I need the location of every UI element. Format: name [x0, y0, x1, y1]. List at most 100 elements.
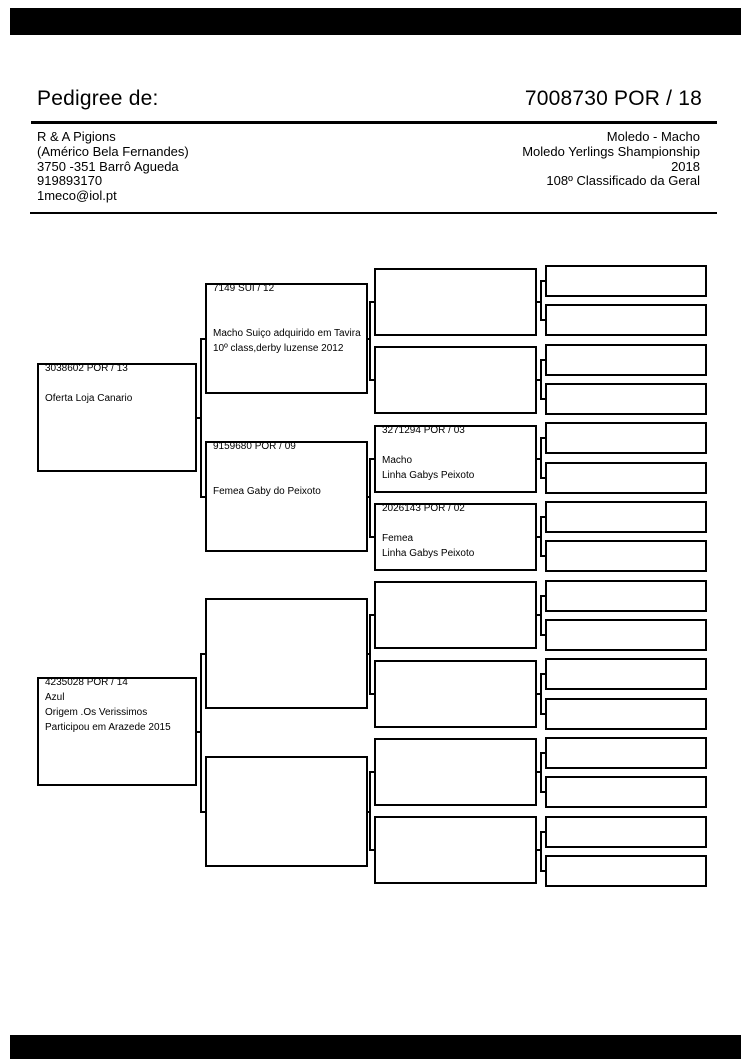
box-text: Oferta Loja Canario — [45, 393, 133, 404]
pedigree-box-gen4-5 — [545, 422, 707, 454]
connector-parent-stub — [369, 301, 374, 303]
connector-child-stub — [368, 495, 371, 498]
owner-phone: 919893170 — [37, 173, 103, 189]
connector-parent-stub — [540, 398, 545, 400]
connector-vertical — [369, 458, 371, 538]
ring-id: 3038602 POR / 13 — [45, 363, 128, 374]
pedigree-box-gen2-3 — [205, 598, 368, 709]
box-text — [213, 454, 360, 469]
event-classification: 108º Classificado da Geral — [546, 173, 700, 189]
pedigree-box-gen4-15 — [545, 816, 707, 848]
connector-vertical — [540, 831, 542, 872]
connector-vertical — [540, 280, 542, 321]
pedigree-box-gen4-4 — [545, 383, 707, 415]
connector-vertical — [200, 652, 202, 813]
pedigree-box-gen3-6 — [374, 660, 537, 728]
connector-parent-stub — [369, 458, 374, 460]
pedigree-box-gen4-11 — [545, 658, 707, 690]
connector-vertical — [369, 614, 371, 695]
connector-child-stub — [537, 849, 542, 851]
event-year: 2018 — [671, 158, 700, 174]
connector-parent-stub — [540, 713, 545, 715]
box-text: Macho Suiço adquirido em Tavira — [213, 328, 361, 339]
pedigree-box-gen3-2 — [374, 346, 537, 414]
event-line: Moledo Yerlings Shampionship — [522, 143, 700, 159]
connector-child-stub — [537, 536, 542, 538]
box-text — [382, 516, 529, 531]
owner-block: R & A Pigions (Américo Bela Fernandes) 3… — [37, 129, 189, 204]
box-text — [213, 469, 360, 484]
connector-parent-stub — [540, 280, 545, 282]
connector-child-stub — [368, 810, 371, 813]
header-rule-bottom — [30, 212, 717, 214]
pedigree-box-gen4-8 — [545, 540, 707, 572]
connector-parent-stub — [540, 673, 545, 675]
pedigree-box-gen4-2 — [545, 304, 707, 336]
page-title: Pedigree de: — [37, 87, 159, 110]
ring-id: 9159680 POR / 09 — [213, 441, 296, 452]
pedigree-box-gen4-12 — [545, 698, 707, 730]
pedigree-box-gen2-4 — [205, 756, 368, 867]
connector-child-stub — [368, 652, 371, 655]
ring-number: 7008730 POR / 18 — [524, 87, 702, 110]
connector-child-stub — [197, 416, 202, 419]
connector-child-stub — [537, 379, 542, 381]
connector-parent-stub — [369, 614, 374, 616]
ring-id: 3271294 POR / 03 — [382, 425, 465, 436]
box-text: Linha Gabys Peixoto — [382, 470, 475, 481]
pedigree-box-gen4-10 — [545, 619, 707, 651]
title-row: Pedigree de: 7008730 POR / 18 — [37, 86, 702, 112]
connector-parent-stub — [200, 495, 205, 498]
box-text: Azul — [45, 692, 65, 703]
connector-parent-stub — [369, 693, 374, 695]
connector-child-stub — [368, 337, 371, 340]
connector-parent-stub — [540, 595, 545, 597]
connector-parent-stub — [369, 771, 374, 773]
pedigree-box-gen4-7 — [545, 501, 707, 533]
box-text: Origem .Os Verissimos — [45, 707, 148, 718]
box-text: Femea — [382, 533, 414, 544]
pedigree-box-gen3-8 — [374, 816, 537, 884]
box-text: Participou em Arazede 2015 — [45, 722, 171, 733]
top-black-bar — [10, 8, 741, 35]
connector-child-stub — [537, 771, 542, 773]
connector-parent-stub — [200, 810, 205, 813]
connector-parent-stub — [540, 319, 545, 321]
connector-child-stub — [537, 614, 542, 616]
pedigree-box-gen2-1: 7149 SUI / 12 Macho Suiço adquirido em Ta… — [205, 283, 368, 394]
pedigree-box-gen3-1 — [374, 268, 537, 336]
owner-name: R & A Pigions — [37, 129, 116, 144]
connector-parent-stub — [369, 536, 374, 538]
connector-parent-stub — [540, 555, 545, 557]
connector-parent-stub — [369, 379, 374, 381]
header-rule-top — [31, 121, 717, 124]
connector-parent-stub — [540, 870, 545, 872]
pedigree-box-gen4-1 — [545, 265, 707, 297]
connector-parent-stub — [540, 437, 545, 439]
ring-id: 7149 SUI / 12 — [213, 283, 275, 294]
connector-parent-stub — [200, 652, 205, 655]
pedigree-box-gen4-16 — [545, 855, 707, 887]
connector-parent-stub — [369, 849, 374, 851]
ring-id: 4235028 POR / 14 — [45, 677, 128, 688]
pedigree-box-gen3-7 — [374, 738, 537, 806]
box-text — [213, 311, 360, 326]
owner-address: 3750 -351 Barrô Agueda — [37, 158, 179, 174]
pedigree-box-gen4-3 — [545, 344, 707, 376]
pedigree-box-gen4-9 — [545, 580, 707, 612]
connector-parent-stub — [540, 359, 545, 361]
ring-id: 2026143 POR / 02 — [382, 503, 465, 514]
connector-child-stub — [537, 458, 542, 460]
connector-child-stub — [537, 693, 542, 695]
connector-parent-stub — [540, 831, 545, 833]
box-text: 10º class,derby luzense 2012 — [213, 343, 344, 354]
event-line: Moledo - Macho — [606, 129, 700, 144]
event-block: Moledo - Macho Moledo Yerlings Shampions… — [522, 129, 700, 189]
box-text — [382, 438, 529, 453]
owner-email: 1meco@iol.pt — [37, 188, 117, 204]
box-text: Macho — [382, 455, 413, 466]
